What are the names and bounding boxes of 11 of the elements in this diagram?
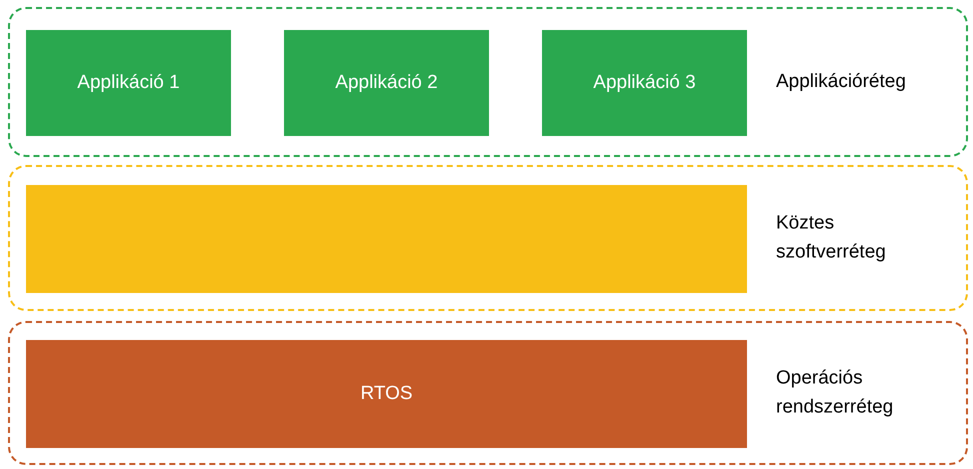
layer-block: RTOS — [26, 340, 747, 448]
layer-block: Applikáció 1 — [26, 30, 231, 136]
layer-label: Köztes szoftverréteg — [776, 212, 887, 264]
layer-label: Operációs rendszerréteg — [776, 366, 894, 419]
layer-frame — [8, 165, 968, 311]
layer-block — [26, 185, 747, 293]
layer-frame — [8, 321, 968, 465]
layer-block: Applikáció 2 — [284, 30, 489, 136]
layer-block: Applikáció 3 — [542, 30, 747, 136]
layer-frame — [8, 7, 968, 157]
layer-label: Applikációréteg — [776, 70, 907, 94]
